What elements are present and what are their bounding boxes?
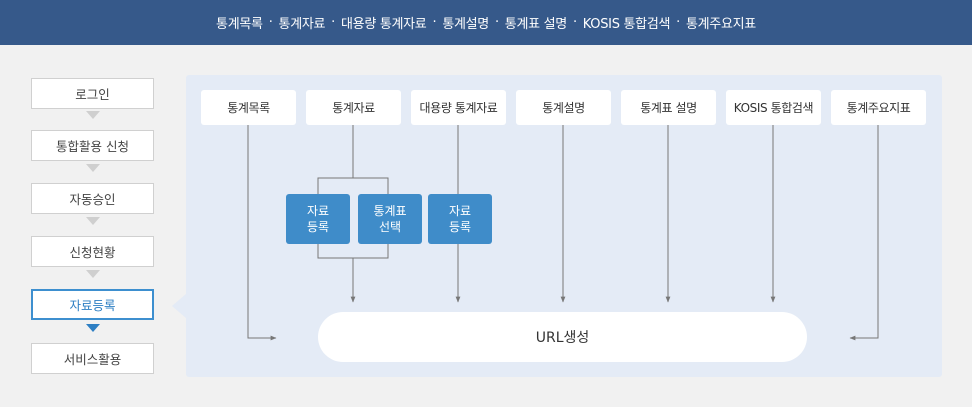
action-label: 자료 xyxy=(306,204,330,218)
step-arrow-icon xyxy=(86,164,100,172)
action-label: 선택 xyxy=(378,220,402,234)
action-label: 통계표 xyxy=(373,204,407,218)
separator: · xyxy=(331,15,336,30)
step-login: 로그인 xyxy=(31,78,154,109)
action-label: 자료 xyxy=(448,204,472,218)
category-key-indicators: 통계주요지표 xyxy=(831,90,926,125)
step-auto-approve: 자동승인 xyxy=(31,183,154,214)
category-table-description: 통계표 설명 xyxy=(621,90,716,125)
separator: · xyxy=(268,15,273,30)
category-stat-list: 통계목록 xyxy=(201,90,296,125)
top-nav-item[interactable]: 통계설명 xyxy=(442,17,489,32)
action-label: 등록 xyxy=(306,220,330,234)
action-label: 등록 xyxy=(448,220,472,234)
category-kosis-search: KOSIS 통합검색 xyxy=(726,90,821,125)
separator: · xyxy=(432,15,437,30)
step-arrow-icon xyxy=(86,217,100,225)
top-nav-bar: 통계목록 · 통계자료 · 대용량 통계자료 · 통계설명 · 통계표 설명 ·… xyxy=(0,0,972,45)
top-nav-item[interactable]: 통계주요지표 xyxy=(685,17,756,32)
category-stat-description: 통계설명 xyxy=(516,90,611,125)
top-nav-item[interactable]: 통계목록 xyxy=(216,17,263,32)
step-data-register: 자료등록 xyxy=(31,289,154,320)
separator: · xyxy=(494,15,499,30)
top-nav-item[interactable]: 대용량 통계자료 xyxy=(341,17,427,32)
separator: · xyxy=(572,15,577,30)
action-table-select: 통계표 선택 xyxy=(358,194,422,244)
url-generation: URL생성 xyxy=(318,312,807,362)
action-data-register: 자료 등록 xyxy=(428,194,492,244)
top-nav-item[interactable]: 통계자료 xyxy=(278,17,326,32)
step-arrow-icon xyxy=(86,111,100,119)
action-data-register: 자료 등록 xyxy=(286,194,350,244)
step-service-use: 서비스활용 xyxy=(31,343,154,374)
top-nav-item[interactable]: 통계표 설명 xyxy=(504,17,567,32)
step-arrow-icon xyxy=(86,270,100,278)
step-apply: 통합활용 신청 xyxy=(31,130,154,161)
step-status: 신청현황 xyxy=(31,236,154,267)
step-arrow-icon xyxy=(86,324,100,332)
category-bulk-data: 대용량 통계자료 xyxy=(411,90,506,125)
panel-pointer xyxy=(172,294,186,318)
top-nav-item[interactable]: KOSIS 통합검색 xyxy=(582,17,671,32)
separator: · xyxy=(676,15,680,30)
category-stat-data: 통계자료 xyxy=(306,90,401,125)
